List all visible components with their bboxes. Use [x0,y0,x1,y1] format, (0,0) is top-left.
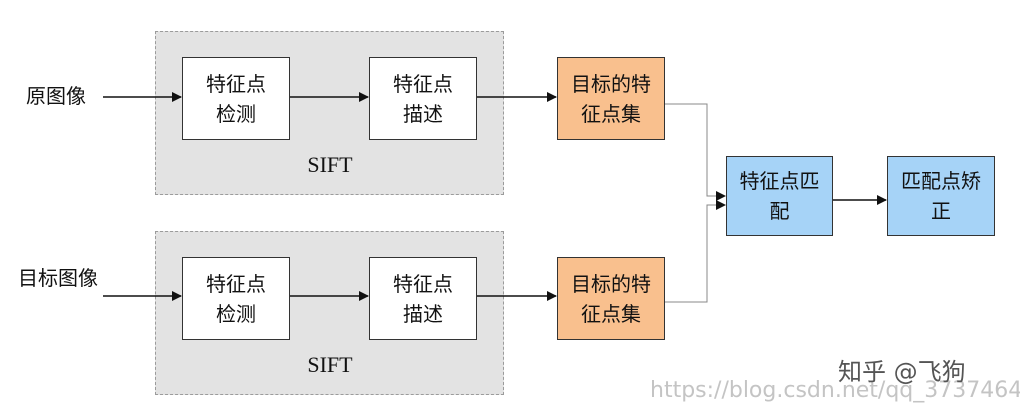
box-match-correction: 匹配点矫 正 [887,156,995,236]
box-top-feature-detection: 特征点 检测 [182,57,290,140]
box-bottom-feature-detection: 特征点 检测 [182,257,290,340]
box-bottom-target-feature-set: 目标的特 征点集 [557,257,665,340]
box-feature-matching: 特征点匹 配 [726,156,833,236]
box-top-target-feature-set: 目标的特 征点集 [557,57,665,140]
sift-label-bottom: SIFT [307,352,353,377]
arrow-bottom-set-to-match [665,200,726,303]
watermark-site: 知乎 @飞狗 [838,358,966,386]
box-bottom-feature-description: 特征点 描述 [369,257,477,340]
arrow-top-set-to-match [665,103,726,201]
watermark-url: https://blog.csdn.net/qq_37374643 [650,378,1020,403]
sift-label-top: SIFT [307,152,353,177]
input-label-target-image: 目标图像 [18,266,98,290]
box-top-feature-description: 特征点 描述 [369,57,477,140]
input-label-original-image: 原图像 [26,84,86,108]
